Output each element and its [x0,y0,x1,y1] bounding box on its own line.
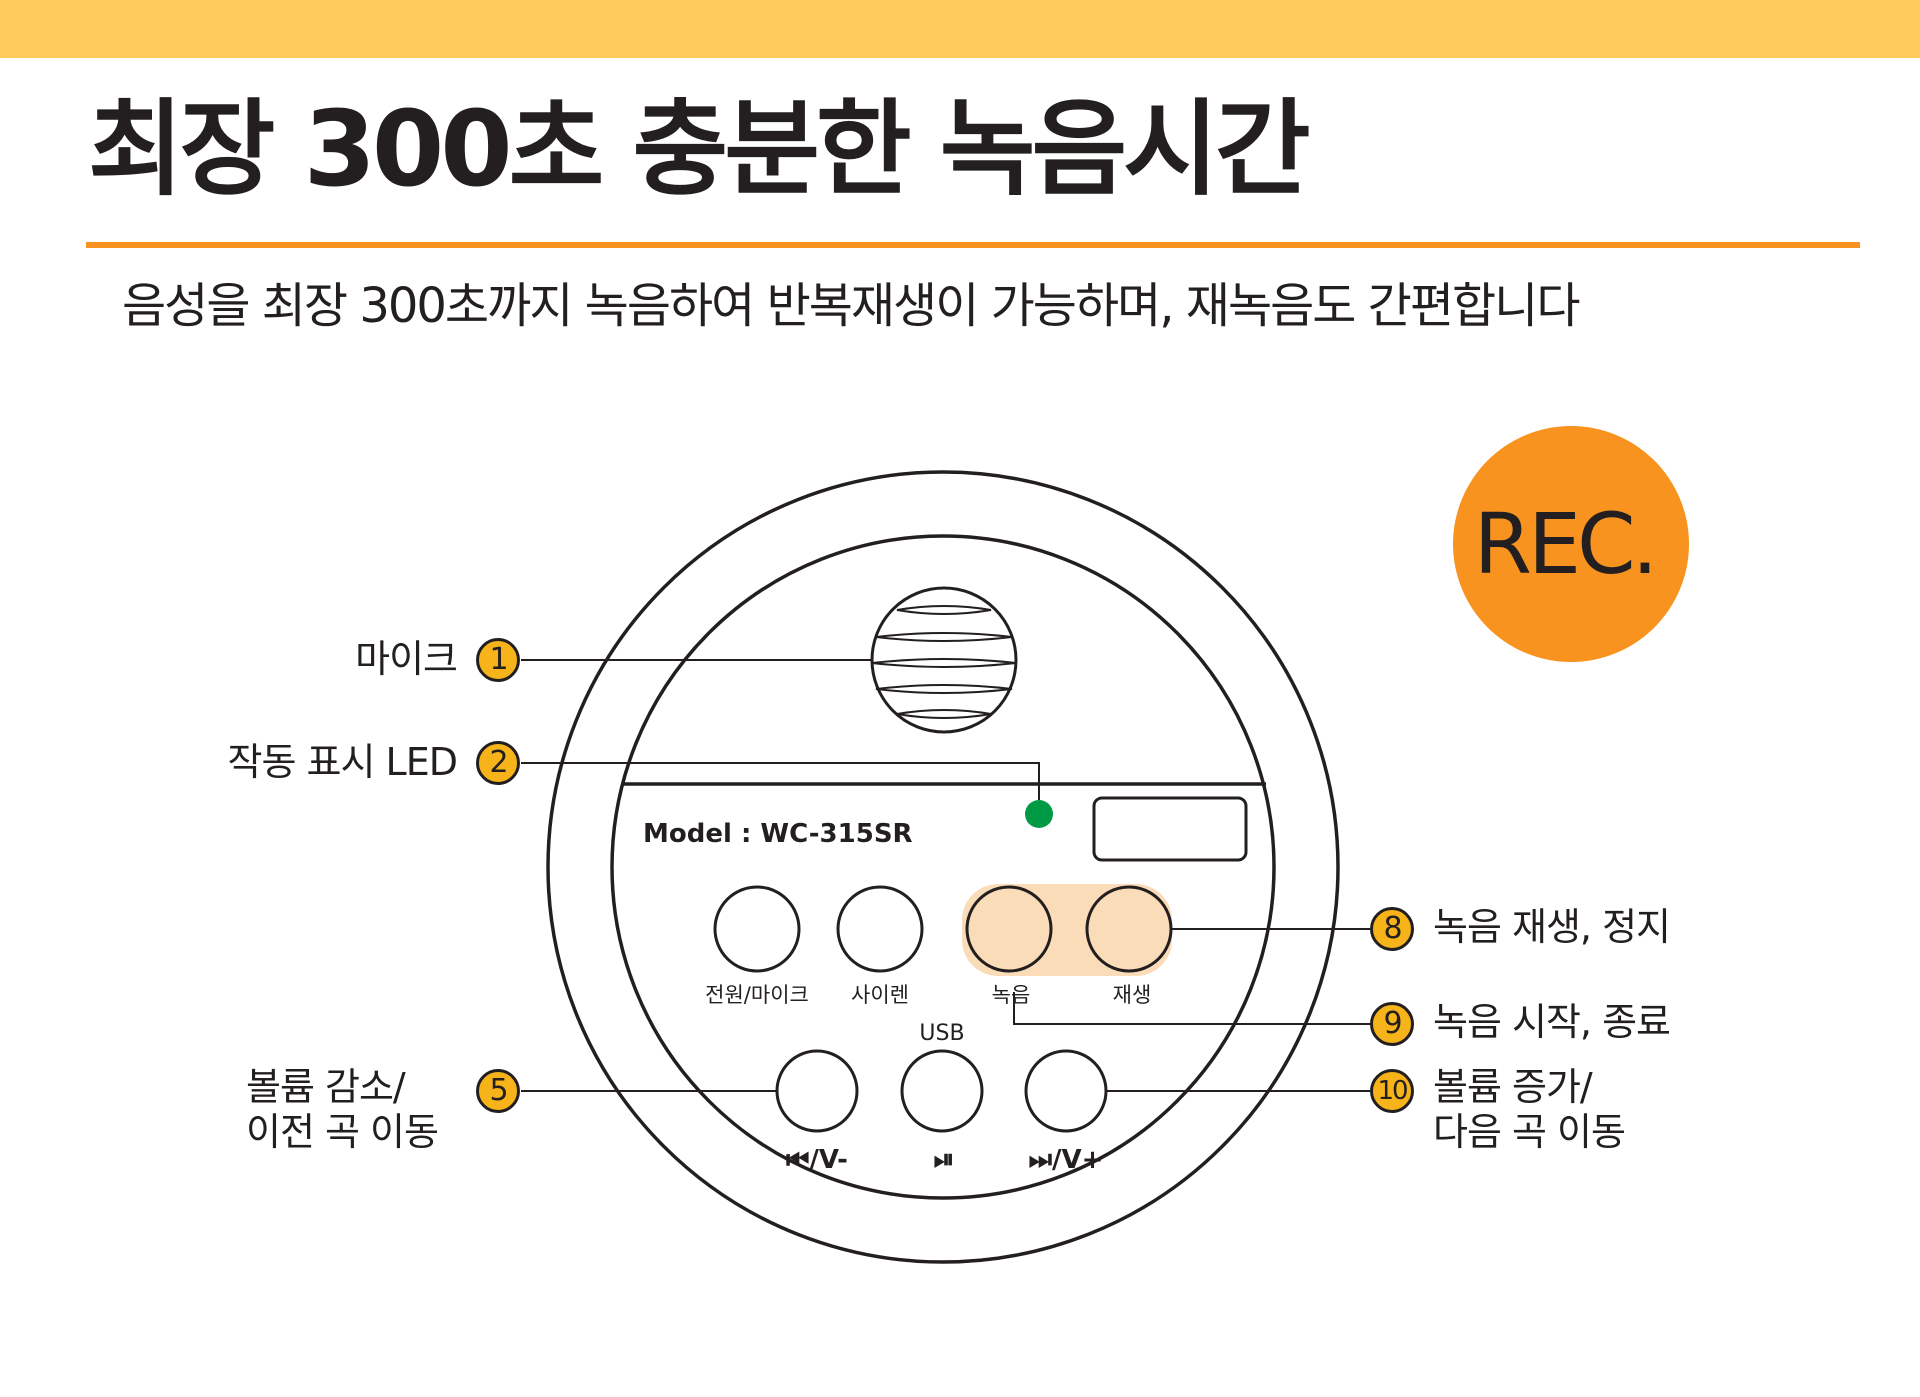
model-label: Model : WC-315SR [643,819,913,849]
callout-label-line: 작동 표시 LED [227,740,458,784]
callout-label-microphone: 마이크 [355,637,458,682]
callout-label-volume-down: 볼륨 감소/ 이전 곡 이동 [246,1065,439,1155]
prev-volume-down-symbol: ⏮/V- [786,1145,848,1175]
leader-line-2 [521,762,1040,800]
device-inner-ring [610,534,1276,1200]
page-title: 최장 300초 충분한 녹음시간 [88,88,1311,210]
prev-volume-down-button [775,1049,859,1133]
siren-button [836,885,924,973]
play-pause-button [900,1049,984,1133]
rec-badge: REC. [1453,426,1689,662]
callout-label-line: 볼륨 증가/ [1433,1065,1593,1109]
page-subtitle: 음성을 최장 300초까지 녹음하여 반복재생이 가능하며, 재녹음도 간편합니… [122,278,1580,334]
callout-badge-1: 1 [476,638,520,682]
callout-badge-5: 5 [476,1069,520,1113]
callout-badge-10: 10 [1370,1069,1414,1113]
callout-badge-2: 2 [476,741,520,785]
record-label: 녹음 [992,983,1031,1007]
play-label: 재생 [1113,983,1152,1007]
power-mic-label: 전원/마이크 [705,983,809,1007]
leader-line-9 [1013,992,1370,1025]
record-button [965,885,1053,973]
callout-label-line: 이전 곡 이동 [246,1109,439,1154]
usb-label: USB [919,1021,964,1046]
top-banner-bar [0,0,1920,58]
callout-label-playback: 녹음 재생, 정지 [1433,905,1671,950]
callout-badge-8: 8 [1370,907,1414,951]
callout-label-record: 녹음 시작, 종료 [1433,1000,1671,1045]
callout-badge-9: 9 [1370,1002,1414,1046]
callout-label-line: 볼륨 감소/ [246,1065,406,1109]
play-button [1085,885,1173,973]
callout-label-led: 작동 표시 LED [227,740,458,785]
title-underline [86,242,1860,248]
microphone-icon [870,586,1018,734]
rec-badge-label: REC. [1473,495,1659,593]
siren-label: 사이렌 [851,983,909,1007]
device-outer-ring [546,470,1340,1264]
display-window [1092,796,1248,862]
callout-label-line: 녹음 재생, 정지 [1433,905,1671,949]
next-volume-up-button [1024,1049,1108,1133]
callout-label-line: 녹음 시작, 종료 [1433,1000,1671,1044]
callout-label-volume-up: 볼륨 증가/ 다음 곡 이동 [1433,1065,1626,1155]
callout-label-line: 다음 곡 이동 [1433,1109,1626,1154]
status-led [1025,800,1053,828]
play-pause-symbol: ⏯ [934,1145,955,1175]
power-mic-button [713,885,801,973]
callout-label-line: 마이크 [355,637,458,681]
next-volume-up-symbol: ⏭/V+ [1029,1145,1104,1175]
